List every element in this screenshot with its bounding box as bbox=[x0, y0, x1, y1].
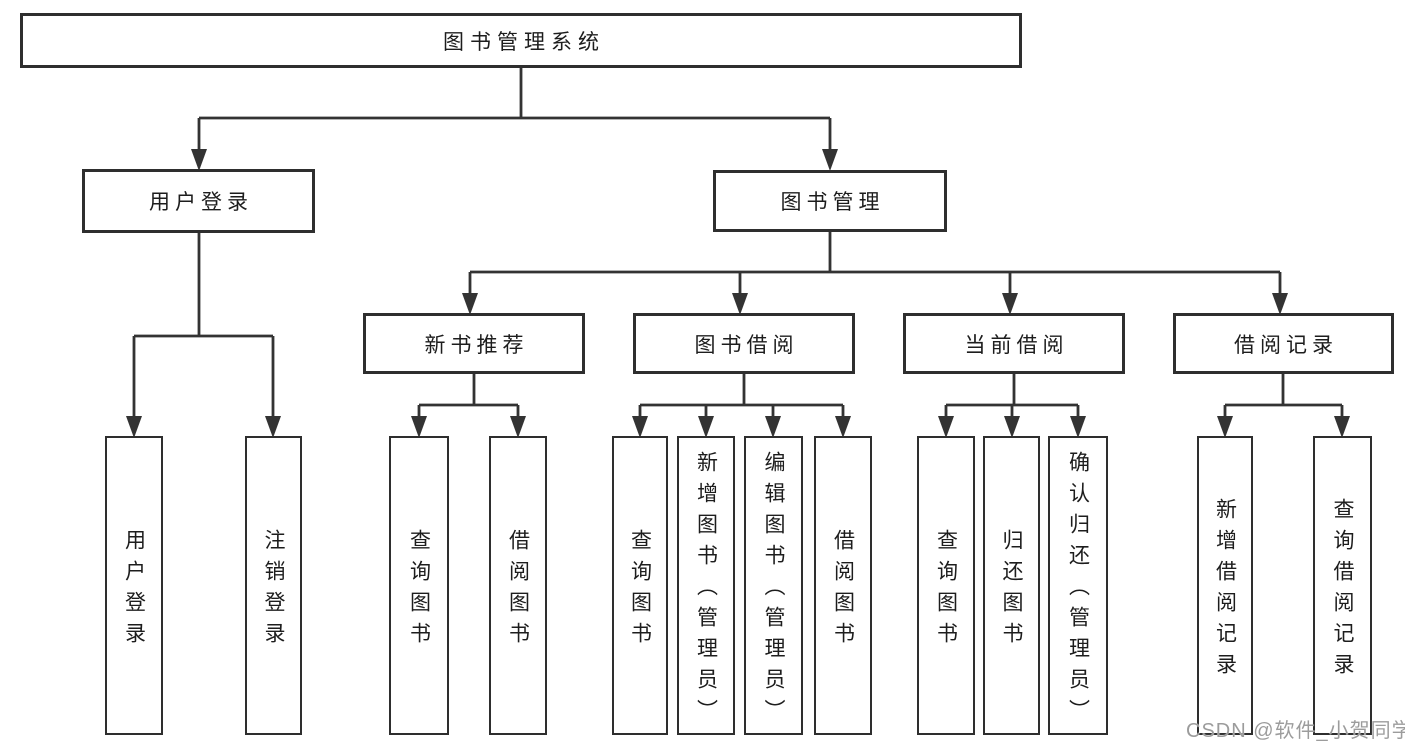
node-book-borrowing: 图书借阅 bbox=[633, 313, 855, 374]
node-current-borrowing: 当前借阅 bbox=[903, 313, 1125, 374]
leaf-query-books-borrowing: 查询图书 bbox=[612, 436, 668, 735]
leaf-query-books-recommend: 查询图书 bbox=[389, 436, 449, 735]
leaf-query-books-current: 查询图书 bbox=[917, 436, 975, 735]
leaf-query-borrow-record: 查询借阅记录 bbox=[1313, 436, 1372, 735]
leaf-confirm-return-admin: 确认归还（管理员） bbox=[1048, 436, 1108, 735]
node-new-book-recommendation: 新书推荐 bbox=[363, 313, 585, 374]
leaf-edit-book-admin: 编辑图书（管理员） bbox=[744, 436, 803, 735]
node-book-management: 图书管理 bbox=[713, 170, 947, 232]
leaf-user-login: 用户登录 bbox=[105, 436, 163, 735]
leaf-add-book-admin: 新增图书（管理员） bbox=[677, 436, 735, 735]
node-user-login: 用户登录 bbox=[82, 169, 315, 233]
leaf-borrow-books-borrowing: 借阅图书 bbox=[814, 436, 872, 735]
leaf-logout: 注销登录 bbox=[245, 436, 302, 735]
leaf-add-borrow-record: 新增借阅记录 bbox=[1197, 436, 1253, 735]
node-library-management-system: 图书管理系统 bbox=[20, 13, 1022, 68]
node-borrowing-records: 借阅记录 bbox=[1173, 313, 1394, 374]
leaf-borrow-books-recommend: 借阅图书 bbox=[489, 436, 547, 735]
leaf-return-books: 归还图书 bbox=[983, 436, 1040, 735]
watermark-text: CSDN @软件_小贺同学 bbox=[1186, 720, 1405, 742]
